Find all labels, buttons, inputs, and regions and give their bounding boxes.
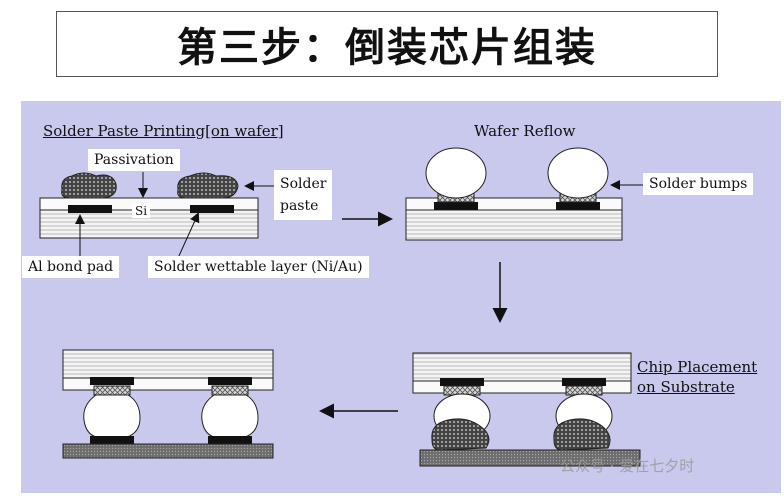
title-box: 第三步：倒装芯片组装: [56, 11, 718, 77]
final-ubm-left: [93, 385, 131, 396]
wafer-reflow-stage: [405, 147, 646, 241]
paste-printing-stage: [39, 172, 282, 259]
chip-placement-stage: [412, 352, 641, 467]
final-joint-left: [83, 394, 141, 439]
solder-bump-left: [425, 147, 487, 199]
solder-paste-left: [61, 172, 117, 199]
final-pad-left: [90, 377, 134, 385]
final-pad-right: [208, 377, 252, 385]
label-solder-paste: Solder paste: [274, 170, 333, 220]
label-al-bond-pad: Al bond pad: [22, 256, 120, 278]
placement-chip-si: [412, 352, 632, 382]
solder-bump-right: [547, 147, 609, 199]
placement-pad-right: [562, 378, 606, 386]
placement-pad-left: [440, 378, 484, 386]
label-wafer-reflow: Wafer Reflow: [474, 122, 576, 140]
final-joint-right: [201, 394, 259, 439]
watermark: 公众号 · 爱在七夕时: [560, 457, 695, 475]
final-sub-pad-right: [208, 436, 252, 444]
bond-pad-right: [190, 205, 234, 213]
placement-paste-right: [553, 418, 611, 451]
final-sub-pad-left: [90, 436, 134, 444]
label-si: Si: [132, 204, 151, 218]
label-solder-wettable-layer: Solder wettable layer (Ni/Au): [148, 256, 369, 278]
final-chip-si: [62, 349, 274, 379]
arrow-wettable: [177, 212, 200, 259]
final-assembly-stage: [62, 349, 274, 459]
reflow-pad-left: [434, 202, 478, 210]
page-title: 第三步：倒装芯片组装: [177, 25, 597, 71]
label-chip-placement: Chip Placement on Substrate: [637, 358, 758, 396]
solder-paste-right: [177, 172, 239, 199]
label-solder-paste-printing: Solder Paste Printing[on wafer]: [43, 122, 284, 140]
reflow-wafer-si: [405, 209, 623, 241]
placement-substrate: [419, 449, 641, 467]
label-solder-bumps: Solder bumps: [643, 173, 754, 195]
placement-paste-left: [431, 418, 490, 451]
label-passivation: Passivation: [88, 149, 180, 171]
reflow-pad-right: [556, 202, 600, 210]
bond-pad-left: [68, 205, 112, 213]
final-ubm-right: [211, 385, 249, 396]
final-substrate: [62, 443, 274, 459]
